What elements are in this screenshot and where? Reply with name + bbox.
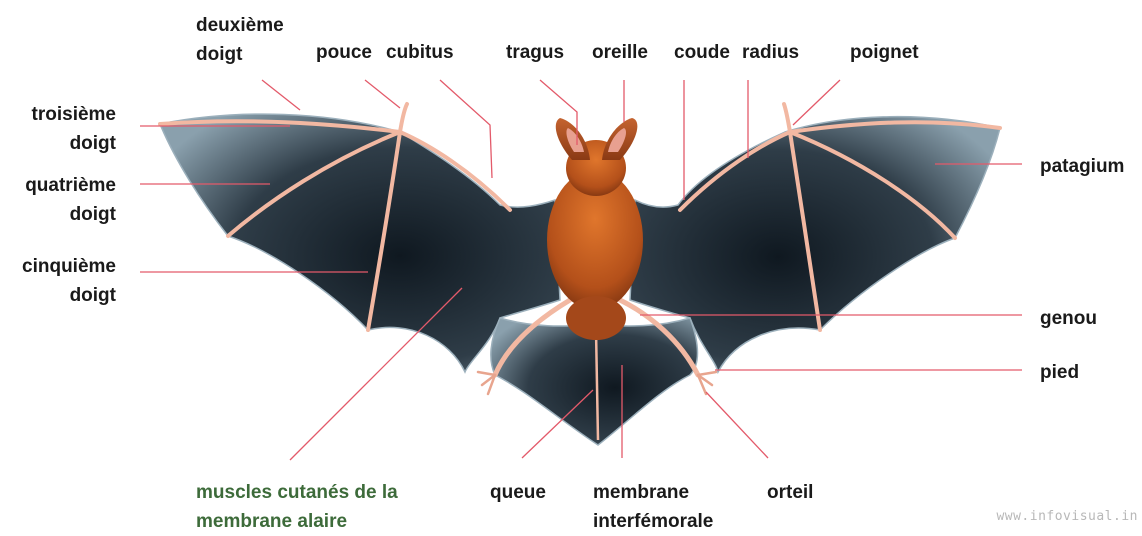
label-oreille: oreille — [592, 38, 648, 67]
bat-pelvis — [566, 296, 626, 340]
label-membrane-interfemorale: membrane interfémorale — [593, 478, 713, 536]
label-cubitus: cubitus — [386, 38, 454, 67]
watermark: www.infovisual.in — [996, 509, 1138, 524]
label-deuxieme-doigt: deuxième doigt — [196, 11, 284, 69]
label-quatrieme-doigt: quatrième doigt — [25, 171, 116, 229]
label-poignet: poignet — [850, 38, 919, 67]
leader-poignet — [793, 80, 840, 125]
leader-pouce — [365, 80, 400, 108]
label-radius: radius — [742, 38, 799, 67]
label-queue: queue — [490, 478, 546, 507]
label-coude: coude — [674, 38, 730, 67]
leader-deuxieme-doigt — [262, 80, 300, 110]
label-troisieme-doigt: troisième doigt — [32, 100, 116, 158]
label-patagium: patagium — [1040, 152, 1124, 181]
label-pied: pied — [1040, 358, 1079, 387]
label-tragus: tragus — [506, 38, 564, 67]
label-pouce: pouce — [316, 38, 372, 67]
label-orteil: orteil — [767, 478, 813, 507]
leader-orteil — [706, 392, 768, 458]
label-genou: genou — [1040, 304, 1097, 333]
label-cinquieme-doigt: cinquième doigt — [22, 252, 116, 310]
label-muscles-cutanes: muscles cutanés de la membrane alaire — [196, 478, 398, 536]
